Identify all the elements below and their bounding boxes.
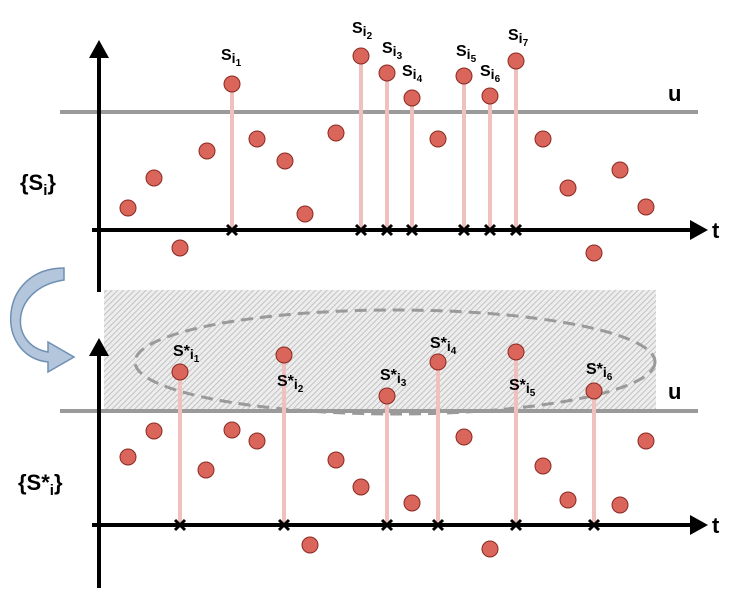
- top-exceedance-label: Si5: [456, 43, 477, 65]
- top-exceedance-label: Si2: [352, 20, 373, 42]
- bottom-exceedance-point: [378, 387, 396, 405]
- top-exceedance-time-marker: [354, 223, 368, 237]
- top-data-point: [534, 130, 552, 148]
- bottom-exceedance-time-marker: [431, 518, 445, 532]
- bottom-exceedance-label: S*i6: [586, 361, 613, 383]
- bottom-panel: S*i1S*i2 S*i3 S*i4S*i5 S*i6: [60, 335, 708, 588]
- top-data-point: [296, 205, 314, 223]
- bottom-exceedance-point: [171, 363, 189, 381]
- exceedance-ellipse: [133, 308, 657, 416]
- top-exceedance-point: [455, 67, 473, 85]
- bottom-exceedance-label: S*i2: [277, 373, 304, 395]
- transform-arrow-icon: [9, 267, 76, 374]
- top-data-point: [559, 179, 577, 197]
- bottom-data-point: [403, 494, 421, 512]
- top-exceedance-label: Si6: [480, 63, 501, 85]
- bottom-time-axis-label: t: [712, 513, 720, 538]
- top-time-axis-label: t: [712, 218, 720, 243]
- top-data-point: [611, 161, 629, 179]
- top-data-point: [171, 239, 189, 257]
- top-exceedance-point: [378, 64, 396, 82]
- top-exceedance-time-marker: [457, 223, 471, 237]
- top-data-point: [327, 124, 345, 142]
- top-exceedance-time-marker: [380, 223, 394, 237]
- top-exceedance-label: Si4: [402, 63, 423, 85]
- bottom-data-point: [248, 432, 266, 450]
- top-exceedance-point: [481, 87, 499, 105]
- bottom-time-axis-arrowhead: [690, 515, 708, 535]
- top-exceedance-point: [507, 52, 525, 70]
- top-exceedance-point: [352, 47, 370, 65]
- top-data-point: [637, 198, 655, 216]
- bottom-exceedance-label: S*i5: [509, 377, 536, 399]
- bottom-exceedance-time-marker: [509, 518, 523, 532]
- top-data-point: [248, 130, 266, 148]
- top-data-point: [145, 169, 163, 187]
- top-set-label: {Si}: [20, 170, 56, 199]
- top-threshold-label: u: [668, 81, 681, 106]
- bottom-exceedance-label: S*i3: [380, 367, 407, 389]
- top-data-point: [585, 244, 603, 262]
- top-exceedance-label: Si3: [382, 40, 403, 62]
- top-data-point: [198, 142, 216, 160]
- bottom-data-point: [145, 422, 163, 440]
- bottom-exceedance-time-marker: [587, 518, 601, 532]
- bottom-exceedance-point: [429, 353, 447, 371]
- bottom-data-point: [455, 428, 473, 446]
- top-time-axis-arrowhead: [690, 220, 708, 240]
- top-exceedance-time-marker: [405, 223, 419, 237]
- bottom-set-label: {S*i}: [18, 470, 63, 499]
- bottom-value-axis-arrowhead: [89, 338, 109, 356]
- bottom-exceedance-point: [585, 382, 603, 400]
- bottom-data-point: [352, 478, 370, 496]
- bottom-exceedance-time-marker: [173, 518, 187, 532]
- top-exceedance-time-marker: [483, 223, 497, 237]
- bottom-exceedance-label: S*i4: [430, 335, 457, 357]
- bottom-exceedance-point: [275, 346, 293, 364]
- bottom-exceedance-point: [507, 343, 525, 361]
- bottom-exceedance-label: S*i1: [173, 343, 200, 365]
- top-value-axis-arrowhead: [89, 40, 109, 58]
- bottom-threshold-label: u: [668, 379, 681, 404]
- bottom-data-point: [611, 496, 629, 514]
- bottom-data-point: [327, 451, 345, 469]
- top-exceedance-label: Si7: [508, 27, 529, 49]
- bottom-data-point: [637, 432, 655, 450]
- bottom-exceedance-time-marker: [277, 518, 291, 532]
- bottom-data-point: [481, 540, 499, 558]
- top-data-point: [119, 199, 137, 217]
- top-data-point: [429, 130, 447, 148]
- top-exceedance-time-marker: [225, 223, 239, 237]
- bottom-exceedance-time-marker: [380, 518, 394, 532]
- top-exceedance-time-marker: [509, 223, 523, 237]
- bottom-data-point: [197, 461, 215, 479]
- bottom-data-point: [559, 491, 577, 509]
- bottom-data-point: [301, 536, 319, 554]
- top-data-point: [276, 152, 294, 170]
- top-exceedance-point: [223, 75, 241, 93]
- bottom-data-point: [119, 448, 137, 466]
- top-exceedance-label: Si1: [221, 47, 242, 69]
- top-exceedance-point: [403, 89, 421, 107]
- bottom-data-point: [534, 457, 552, 475]
- bottom-data-point: [223, 421, 241, 439]
